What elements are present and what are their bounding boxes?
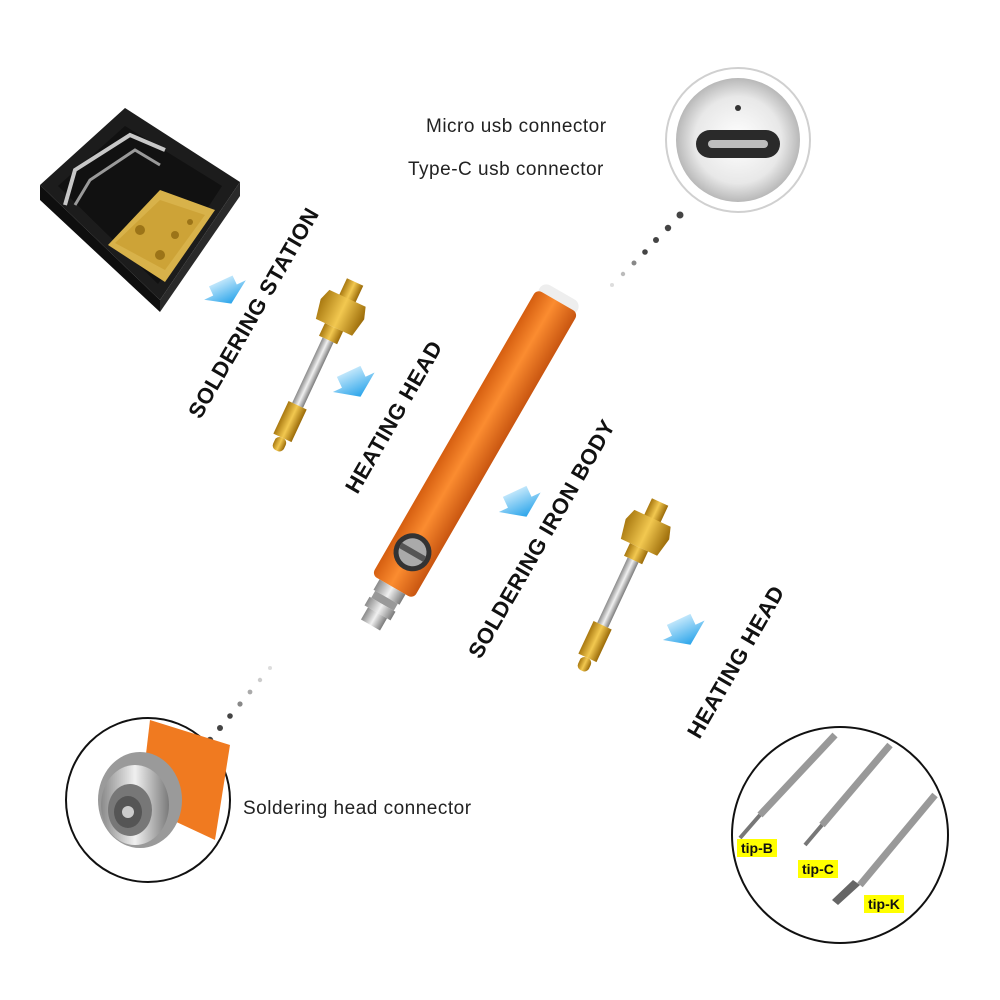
tip-k-image bbox=[832, 792, 938, 905]
tip-b-badge: tip-B bbox=[737, 839, 777, 857]
arrow-icon-heating-head-2 bbox=[662, 613, 705, 645]
head-connector-label: Soldering head connector bbox=[243, 798, 472, 819]
tip-k-badge: tip-K bbox=[864, 895, 904, 913]
type-c-label: Type-C usb connector bbox=[408, 159, 604, 180]
tips-inset bbox=[731, 726, 949, 944]
micro-usb-label: Micro usb connector bbox=[426, 116, 607, 137]
dotted-connector-line-bottom bbox=[206, 666, 272, 744]
soldering-station-image bbox=[40, 108, 240, 312]
arrow-icon-heating-head-1 bbox=[332, 365, 375, 397]
heating-head-image-2 bbox=[577, 498, 671, 672]
heating-head-image-1 bbox=[272, 278, 366, 452]
head-connector-inset bbox=[65, 717, 231, 883]
tip-c-image bbox=[803, 742, 893, 847]
tip-c-badge: tip-C bbox=[798, 860, 838, 878]
soldering-iron-body-image bbox=[360, 284, 579, 631]
arrow-icon-station bbox=[204, 275, 246, 304]
arrow-icon-iron-body bbox=[498, 485, 541, 517]
dotted-connector-line-top bbox=[610, 211, 684, 287]
tip-b-image bbox=[738, 732, 838, 840]
usb-connector-inset bbox=[665, 67, 811, 213]
